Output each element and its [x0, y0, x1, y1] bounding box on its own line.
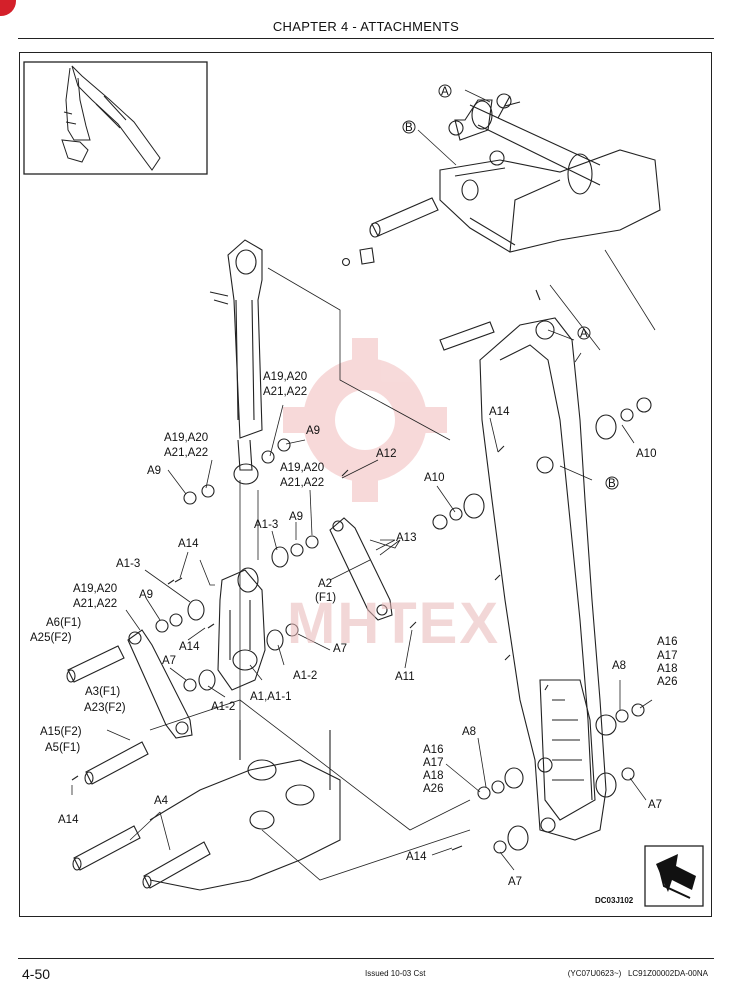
callout-a7-left: A7 [162, 655, 176, 667]
callout-a15: A15(F2) [40, 726, 82, 738]
figure-code: DC03J102 [595, 896, 634, 905]
callout-a21-left: A21,A22 [164, 447, 208, 459]
callout-a5: A5(F1) [45, 742, 80, 754]
callout-a7-link: A7 [333, 643, 347, 655]
callout-a21-top: A21,A22 [263, 386, 307, 398]
page-number: 4-50 [22, 966, 51, 982]
callout-a10-mid: A10 [424, 472, 444, 484]
callout-a11: A11 [395, 671, 415, 683]
callout-a17-right: A17 [657, 650, 677, 662]
callout-a14-bottom: A14 [58, 814, 79, 826]
issued-date: Issued 10-03 Cst [365, 969, 426, 978]
callout-a12: A12 [376, 448, 396, 460]
callout-a26-low: A26 [423, 783, 443, 795]
callout-a19-left: A19,A20 [164, 432, 208, 444]
callout-A-pin: A [580, 328, 588, 340]
excavator-inset [23, 61, 208, 175]
bucket-body [149, 720, 341, 891]
callout-a1-3-left: A1-3 [116, 558, 140, 570]
boom [439, 100, 661, 253]
callout-a2-f1: (F1) [315, 592, 336, 604]
callout-a18-right: A18 [657, 663, 677, 675]
callout-a16-right: A16 [657, 636, 677, 648]
callout-a8-low: A8 [462, 726, 476, 738]
callout-B-arm: B [608, 478, 616, 490]
callout-a19-top: A19,A20 [263, 371, 307, 383]
callout-a19-low: A19,A20 [73, 583, 117, 595]
callout-a7-right: A7 [648, 799, 662, 811]
callout-A: A [441, 86, 449, 98]
watermark-text: MHTEX [287, 591, 500, 656]
callout-a1-2-right: A1-2 [293, 670, 317, 682]
callout-B: B [405, 122, 413, 134]
callout-a25: A25(F2) [30, 632, 72, 644]
washers-bushings [155, 99, 652, 854]
guide-lines [149, 249, 656, 881]
link-a3 [127, 629, 193, 739]
callout-a16-low: A16 [423, 744, 443, 756]
callout-a1-3-mid: A1-3 [254, 519, 278, 531]
callout-a17-low: A17 [423, 757, 443, 769]
callout-a9-left: A9 [147, 465, 161, 477]
grease-fittings [71, 289, 541, 851]
pins-a4 [72, 825, 211, 889]
callout-a1-2-left: A1-2 [211, 701, 235, 713]
chapter-header: CHAPTER 4 - ATTACHMENTS [272, 19, 460, 34]
footer-rule [18, 958, 714, 959]
arm [479, 317, 607, 841]
boom-pin-and-bolts [341, 93, 521, 267]
callout-a14-link: A14 [179, 641, 200, 653]
callout-a6: A6(F1) [46, 617, 81, 629]
callout-a3: A3(F1) [85, 686, 120, 698]
callout-a14-top: A14 [489, 406, 510, 418]
link-a1 [217, 567, 266, 691]
callout-a1: A1,A1-1 [250, 691, 292, 703]
document-reference: (YC07U0623~) LC91Z00002DA-00NA [567, 969, 708, 978]
figure-frame [19, 52, 712, 917]
callout-a4: A4 [154, 795, 169, 807]
callout-a19-mid: A19,A20 [280, 462, 324, 474]
callout-a14-left: A14 [178, 538, 199, 550]
callout-a8-right: A8 [612, 660, 626, 672]
callout-a9-mid: A9 [289, 511, 303, 523]
header-rule [18, 38, 714, 39]
bucket-cylinder [209, 239, 263, 485]
callout-a26-right: A26 [657, 676, 677, 688]
pin-a6 [66, 645, 125, 683]
callout-a13: A13 [396, 532, 416, 544]
leader-lines [71, 89, 653, 871]
callout-a18-low: A18 [423, 770, 443, 782]
callout-a14-arm: A14 [406, 851, 427, 863]
callout-a21-low: A21,A22 [73, 598, 117, 610]
callout-a7-bottom: A7 [508, 876, 522, 888]
callout-a21-mid: A21,A22 [280, 477, 324, 489]
link-a2 [329, 517, 393, 621]
callout-a2: A2 [318, 578, 332, 590]
callout-a9-top: A9 [306, 425, 320, 437]
pin-a15 [84, 741, 149, 785]
watermark-gear [283, 338, 447, 502]
callout-a23: A23(F2) [84, 702, 126, 714]
callout-labels: A B A B A14 A10 A10 A12 A13 A11 A7 A2 (F… [30, 84, 677, 888]
orientation-arrow-icon [644, 845, 704, 907]
callout-a9-low: A9 [139, 589, 153, 601]
callout-a10-right: A10 [636, 448, 656, 460]
